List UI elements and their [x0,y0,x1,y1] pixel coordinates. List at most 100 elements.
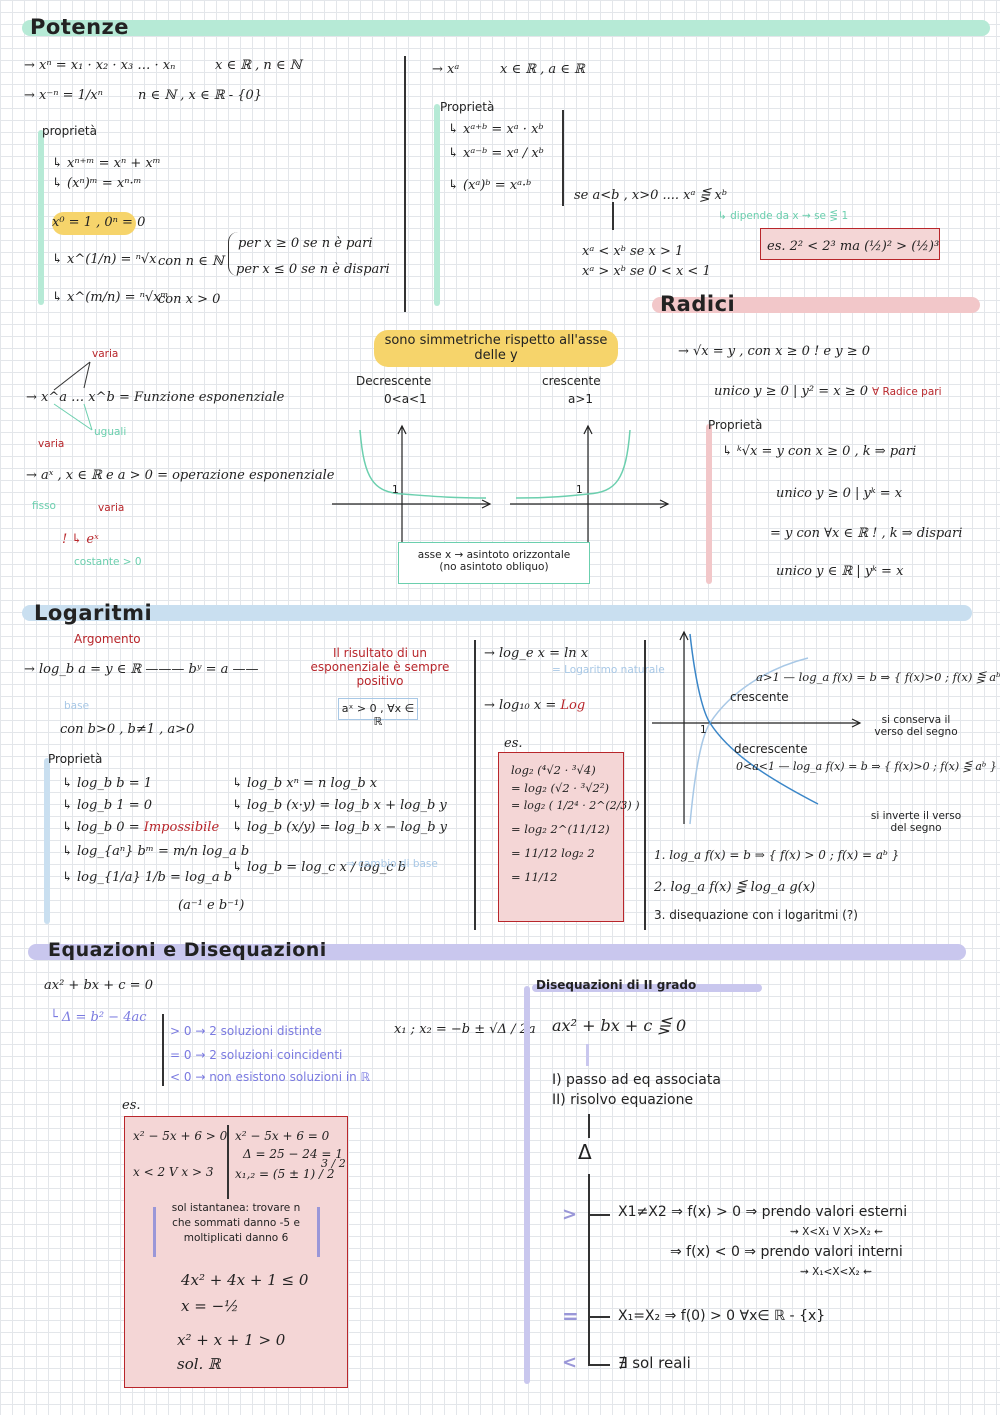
eq-d2: = 0 → 2 soluzioni coincidenti [170,1048,342,1062]
pow-p3: x⁰ = 1 , 0ⁿ = 0 [52,215,145,230]
log-gr-conserva: si conserva il verso del segno [866,714,966,738]
real-cmp-r1: xᵃ < xᵇ se x > 1 [582,244,683,259]
dis-c4: ∄ sol reali [618,1354,691,1372]
dis-c1: X1≠X2 ⇒ f(x) > 0 ⇒ prendo valori esterni [618,1204,907,1220]
rad-k2: = y con ∀x ∈ ℝ ! , k ⇒ dispari [770,526,962,541]
log-es-box: log₂ (⁴√2 · ³√4) = log₂ (√2 · ³√2²) = lo… [498,752,624,922]
radici-prop-bar [706,424,712,584]
pow-def2-cond: n ∈ ℕ , x ∈ ℝ - {0} [138,88,262,103]
log-graph [648,628,868,828]
dis-lt: < [562,1352,577,1373]
pow-def2: → x⁻ⁿ = 1/xⁿ [24,88,103,103]
pow-p4-b2: per x ≤ 0 se n è dispari [236,262,390,277]
log-n3: 3. disequazione con i logaritmi (?) [654,908,858,922]
dis-c3: X₁=X₂ ⇒ f(0) > 0 ∀x∈ ℝ - {x} [618,1308,825,1324]
dis-delta: Δ [578,1140,592,1164]
pow-p3-highlight: x⁰ = 1 , 0ⁿ = 0 [52,212,136,235]
eq-delta-divider [162,1014,164,1086]
graph-pill-text: sono simmetriche rispetto all'asse delle… [385,333,608,363]
log-r1: ↳ log_b xⁿ = n log_b x [232,776,377,791]
log-ex6: = 11/12 [511,870,623,884]
dis-eq-bar [586,1044,589,1066]
graph-dec-one: 1 [392,484,399,496]
log-r3: ↳ log_b (x/y) = log_b x − log_b y [232,820,447,835]
rad-k1: ↳ ᵏ√x = y con x ≥ 0 , k ⇒ pari [722,444,916,459]
section-title-logaritmi: Logaritmi [34,601,152,625]
log-ex2: = log₂ (√2 · ³√2²) [511,781,623,795]
exp-varia2: varia [38,438,64,450]
pow-def1: → xⁿ = x₁ · x₂ · x₃ … · xₙ [24,58,175,73]
log-argomento: Argomento [74,632,141,646]
graph-dec: Decrescente [356,374,431,388]
eq-b-bar-left [153,1207,156,1257]
eq-b5-r: 3 / 2 [321,1157,346,1170]
eq-b-bar-right [317,1207,320,1257]
graph-cre-one: 1 [576,484,583,496]
real-es-box: es. 2² < 2³ ma (½)² > (½)³ [760,228,940,260]
pow-p1: ↳ xⁿ⁺ᵐ = xⁿ + xᵐ [52,156,161,171]
pow-p4-cond: con n ∈ ℕ [158,254,224,269]
log-ex3: = log₂ ( 1/2⁴ · 2^(2/3) ) [511,799,623,812]
log-gr-cre: crescente [730,690,789,704]
graph-cre-curve [516,430,630,498]
dis-c2: ⇒ f(x) < 0 ⇒ prendo valori interni [670,1244,903,1260]
real-r1: ↳ xᵃ⁺ᵇ = xᵃ · xᵇ [448,122,544,137]
pow-p5-cond: con x > 0 [158,292,220,307]
log-gr-inverte: si inverte il verso del segno [866,810,966,834]
log-log10-wrap: → log₁₀ x = Log [484,698,585,713]
real-prop-label: Proprietà [440,100,494,114]
eq-b3: x² − 5x + 6 = 0 [235,1129,329,1143]
log-result-box: aˣ > 0 , ∀x ∈ ℝ [338,698,418,720]
real-cmp-note: ↳ dipende da x ⇝ se ⋚ 1 [718,210,848,222]
eq-main: ax² + bx + c = 0 [44,978,153,993]
graph-dec-curve [360,430,486,498]
real-head: → xᵃ [432,62,459,77]
potenze-prop-label: proprietà [42,124,97,138]
eq-d3: < 0 → non esistono soluzioni in ℝ [170,1070,370,1084]
asintoto-text: asse x → asintoto orizzontale [399,549,589,561]
dis-eq: ax² + bx + c ⋚ 0 [552,1016,686,1035]
exp-e: ! ↳ eˣ [62,532,99,547]
log-r2: ↳ log_b (x·y) = log_b x + log_b y [232,798,447,813]
exp-oper: → aˣ , x ∈ ℝ e a > 0 = operazione espone… [26,468,335,483]
section-title-potenze: Potenze [30,15,129,39]
real-r2: ↳ xᵃ⁻ᵇ = xᵃ / xᵇ [448,146,544,161]
log-graph-one: 1 [700,724,707,736]
exp-funz: → x^a … x^b = Funzione esponenziale [26,390,284,405]
log-l3-red: Impossibile [144,820,219,835]
log-def: → log_b a = y ∈ ℝ ——— bʸ = a —— [24,662,258,677]
log-graph-dec [690,634,818,804]
eq-b2: x < 2 V x > 3 [133,1165,213,1179]
pow-p2: ↳ (xⁿ)ᵐ = xⁿ·ᵐ [52,176,142,191]
eq-d1-formula: x₁ ; x₂ = −b ± √Δ / 2a [394,1022,536,1037]
eq-d1: > 0 → 2 soluzioni distinte [170,1024,322,1038]
graph-cre-cond: a>1 [568,392,593,406]
exp-graphs [330,420,670,550]
log-ex1: log₂ (⁴√2 · ³√4) [511,763,623,777]
radici-prop-label: Proprietà [708,418,762,432]
dis-tree-top [588,1114,590,1138]
log-gr-dec: decrescente [734,742,808,756]
dis-gt: > [562,1204,577,1225]
log-l4: ↳ log_{aⁿ} bᵐ = m/n log_a b [62,844,249,859]
rad-def: → √x = y , con x ≥ 0 ! e y ≥ 0 [678,344,870,359]
rad-unico: unico y ≥ 0 | y² = x ≥ 0 [714,384,868,399]
log-base: base [64,700,89,712]
potenze-prop-bar [38,130,44,305]
log-l5: ↳ log_{1/a} 1/b = log_a b [62,870,232,885]
log-divider2 [644,640,646,930]
log-result-box-text: aˣ > 0 , ∀x ∈ ℝ [342,702,414,728]
rad-k2-u: unico y ∈ ℝ | yᵏ = x [776,564,903,579]
real-arrow [612,202,614,230]
log-ex4: = log₂ 2^(11/12) [511,822,623,836]
eq-es-box: x² − 5x + 6 > 0 x < 2 V x > 3 x² − 5x + … [124,1116,348,1388]
potenze-highlight [22,20,990,36]
log-prop-label: Proprietà [48,752,102,766]
exp-fisso: fisso [32,500,56,512]
real-prop-bar [434,104,440,306]
log-l5-note: (a⁻¹ e b⁻¹) [178,898,244,913]
log-l3: ↳ log_b 0 = [62,820,144,835]
log-gr-dec-rule: 0<a<1 — log_a f(x) = b ⇒ { f(x)>0 ; f(x)… [736,760,997,773]
log-l3-wrap: ↳ log_b 0 = Impossibile [62,820,219,835]
eq-b1: x² − 5x + 6 > 0 [133,1129,227,1143]
